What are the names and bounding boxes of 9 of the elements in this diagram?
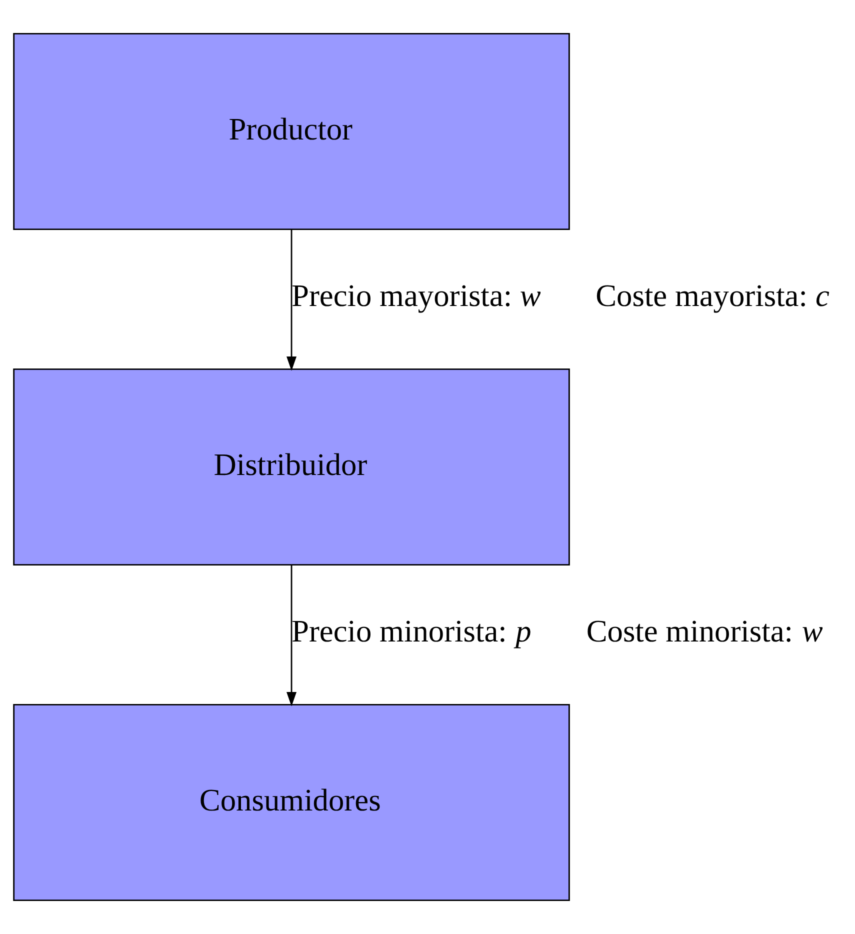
label: Coste mayorista: c [596,278,830,313]
node-box: Productor [13,33,570,230]
node-box: Distribuidor [13,368,570,566]
arrow [286,230,297,371]
label: Coste minorista: w [586,613,823,648]
edge-label: Precio minorista: p [292,613,532,648]
node-box: Consumidores [13,704,570,901]
edge-label: Precio mayorista: w [292,278,541,313]
arrow [286,565,297,706]
